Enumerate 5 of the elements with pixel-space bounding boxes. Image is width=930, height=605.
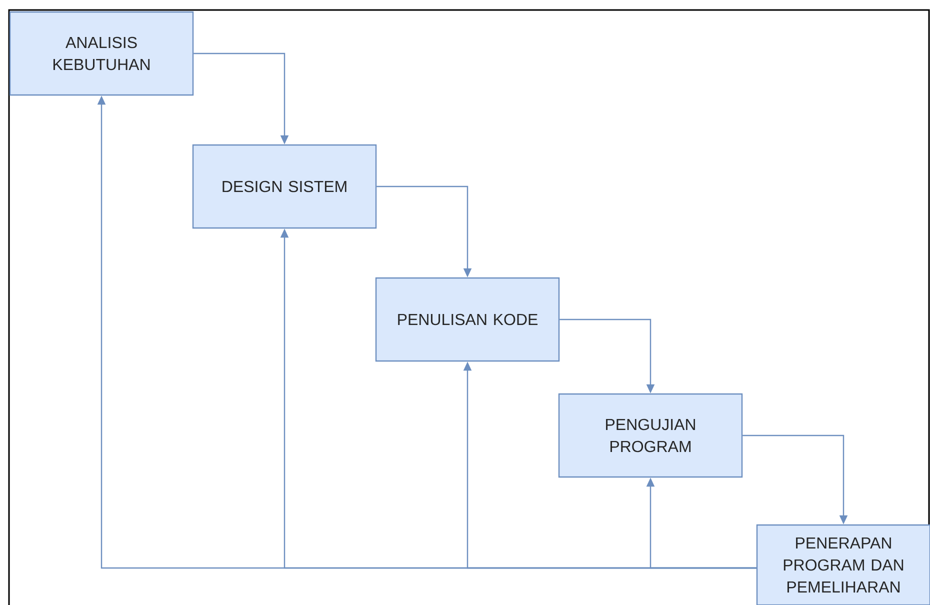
- process-box: ANALISIS KEBUTUHAN: [9, 11, 194, 96]
- process-box: PENULISAN KODE: [375, 277, 560, 362]
- process-box: PENERAPAN PROGRAM DAN PEMELIHARAN: [756, 524, 930, 605]
- process-box: DESIGN SISTEM: [192, 144, 377, 229]
- process-box: PENGUJIAN PROGRAM: [558, 393, 743, 478]
